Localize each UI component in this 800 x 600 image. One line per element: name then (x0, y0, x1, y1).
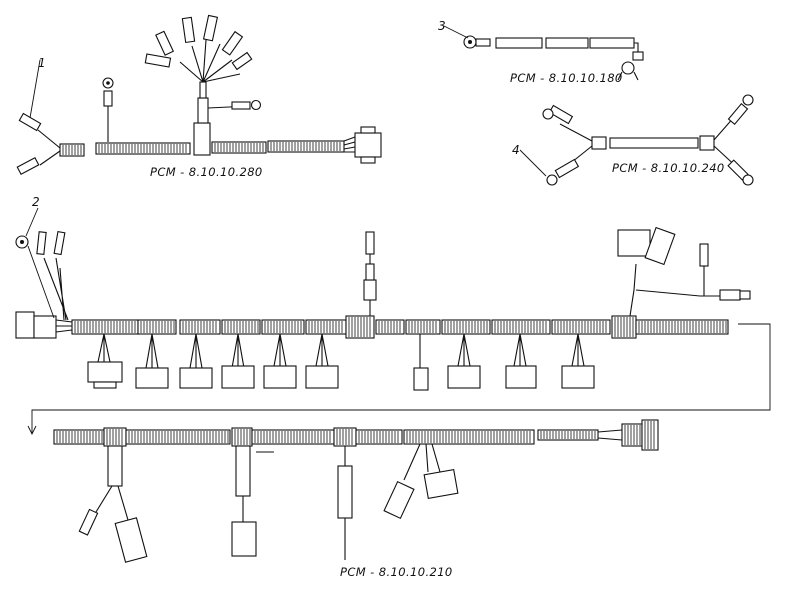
braid-texture (74, 321, 136, 333)
harness-280-end-connector (343, 126, 382, 164)
harness-210-left-connector (15, 207, 73, 339)
braid-texture (408, 321, 437, 333)
braid-texture (308, 321, 343, 333)
harness-210-label: РСМ - 8.10.10.210 (340, 565, 453, 579)
harness-180: РСМ - 8.10.10.180 (443, 25, 644, 85)
braid-texture (98, 144, 187, 153)
braid-texture (128, 431, 229, 443)
braid-texture (644, 421, 655, 449)
braid-texture (106, 429, 123, 445)
braid-texture (254, 431, 331, 443)
harness-280: РСМ - 8.10.10.280 (16, 14, 382, 179)
braid-texture (638, 321, 727, 333)
braid-texture (214, 143, 264, 152)
harness-210-lower-drops (78, 443, 459, 563)
callout-1: 1 (38, 56, 46, 70)
callout-2: 2 (32, 195, 40, 209)
harness-210: РСМ - 8.10.10.210 (15, 207, 771, 579)
braid-texture (264, 321, 302, 333)
braid-texture (358, 431, 399, 443)
harness-210-continuation-arrow (27, 323, 771, 436)
braid-texture (614, 317, 634, 337)
braid-texture (140, 321, 175, 333)
braid-texture (378, 321, 401, 333)
braid-texture (62, 145, 82, 155)
harness-210-drop-connectors (87, 333, 595, 391)
harness-210-lower-trunk (53, 419, 659, 451)
braid-texture (56, 431, 103, 443)
callout-3: 3 (438, 19, 446, 33)
harness-280-label: РСМ - 8.10.10.280 (150, 165, 263, 179)
braid-texture (182, 321, 217, 333)
braid-texture (224, 321, 259, 333)
harness-280-trunk (59, 140, 345, 157)
harness-240-label: РСМ - 8.10.10.240 (612, 161, 725, 175)
harness-280-center-junction (144, 14, 262, 156)
harness-210-upper-trunk (71, 315, 729, 339)
harness-180-label: РСМ - 8.10.10.180 (510, 71, 623, 85)
braid-texture (336, 429, 353, 445)
braid-texture (444, 321, 488, 333)
braid-texture (270, 142, 341, 151)
harness-280-left-branches (16, 59, 61, 175)
braid-texture (494, 321, 547, 333)
braid-texture (406, 431, 531, 443)
harness-210-upward-branch (363, 231, 377, 316)
braid-texture (624, 425, 641, 445)
braid-texture (234, 429, 251, 445)
braid-texture (554, 321, 607, 333)
harness-210-right-junction (617, 226, 751, 317)
braid-texture (540, 431, 596, 439)
harness-280-eyelet-branch (102, 77, 114, 142)
braid-texture (348, 317, 371, 337)
callout-4: 4 (512, 143, 520, 157)
harness-240: РСМ - 8.10.10.240 (519, 94, 754, 186)
